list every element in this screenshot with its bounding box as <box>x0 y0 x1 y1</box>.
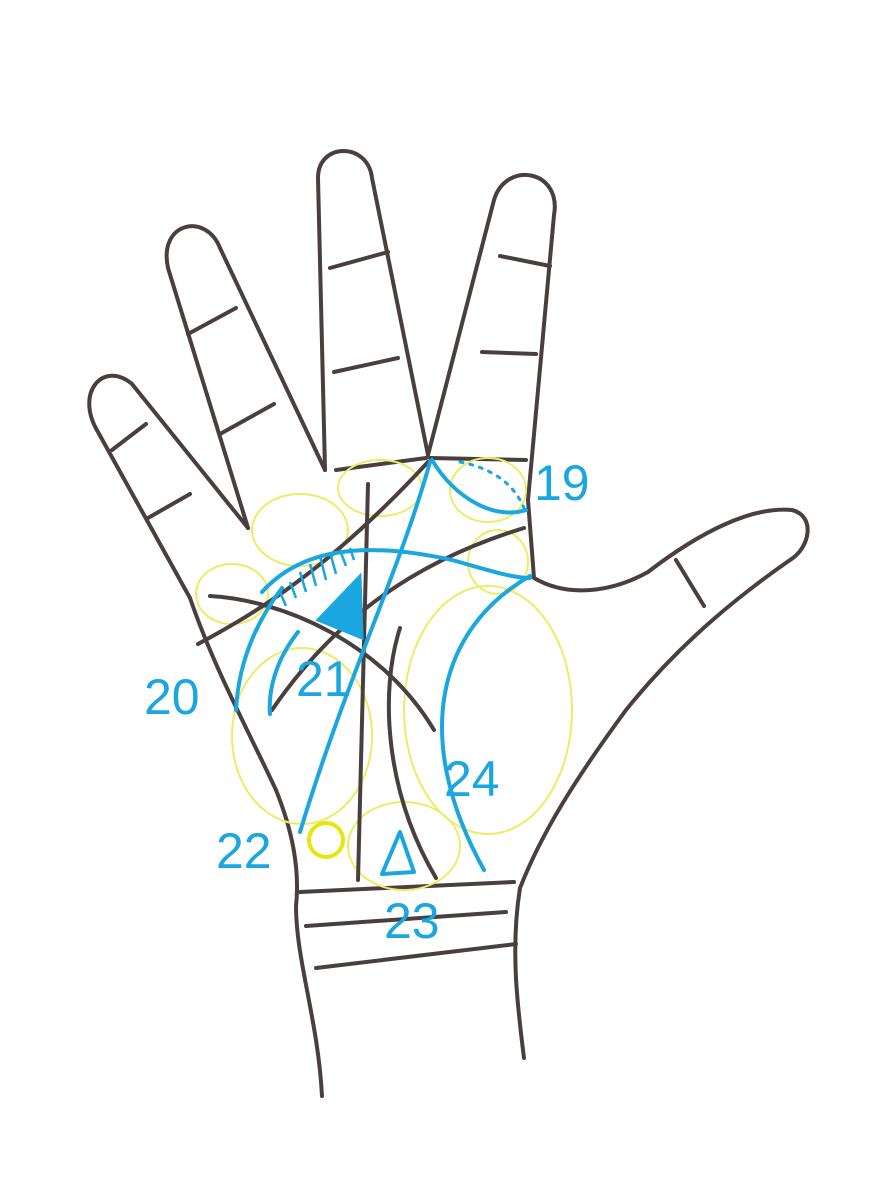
ring-crease-top <box>186 306 238 336</box>
life-line <box>386 626 438 880</box>
number-labels: 19 20 21 22 23 24 <box>144 455 590 949</box>
hatched-area <box>278 547 356 607</box>
fate-line <box>356 482 370 882</box>
ring-of-solomon-dotted <box>458 460 526 510</box>
ring-finger-outline <box>164 224 327 530</box>
triangle-21-filled <box>315 572 364 641</box>
palm-line-cross <box>208 594 436 732</box>
label-19: 19 <box>534 455 590 511</box>
label-23: 23 <box>384 893 440 949</box>
index-crease-top <box>498 254 552 268</box>
line-21-branch <box>267 630 300 716</box>
palm-base-creases <box>298 456 528 970</box>
blue-markings <box>234 458 532 876</box>
label-22: 22 <box>216 823 272 879</box>
little-crease-top <box>110 422 148 452</box>
mount-mars-upper <box>467 529 529 595</box>
triangle-23-outline <box>380 830 416 876</box>
little-finger-outline <box>87 373 250 600</box>
line-22-fate-branch <box>298 460 432 834</box>
intuition-line-20 <box>234 586 284 712</box>
heart-line <box>196 460 430 646</box>
label-24: 24 <box>444 751 500 807</box>
mount-index <box>449 457 527 523</box>
label-20: 20 <box>144 669 200 725</box>
palm-lines <box>196 460 526 882</box>
index-crease-bottom <box>480 350 538 356</box>
ring-of-solomon <box>430 458 528 515</box>
middle-crease-top <box>328 250 390 270</box>
mount-venus <box>403 585 573 835</box>
thumb-crease <box>674 558 706 608</box>
line-24-venus-arc <box>440 574 532 872</box>
yellow-circle-22 <box>307 821 345 859</box>
ring-crease-bottom <box>218 402 276 436</box>
thumb-outline <box>513 498 810 1060</box>
wrist-line-1 <box>298 880 516 894</box>
wrist-line-2 <box>304 910 508 928</box>
middle-crease-bottom <box>332 356 400 374</box>
mount-mercury <box>195 563 269 625</box>
index-finger-outline <box>426 173 557 502</box>
mount-saturn <box>337 459 423 517</box>
little-crease-bottom <box>146 492 192 520</box>
middle-finger-outline <box>316 149 430 472</box>
left-palm-outline <box>188 596 324 1098</box>
hand-outline <box>87 149 810 1098</box>
wrist-line-3 <box>314 942 518 970</box>
label-21: 21 <box>296 651 352 707</box>
apollo-line-arc <box>260 548 532 594</box>
finger-creases <box>110 250 706 608</box>
